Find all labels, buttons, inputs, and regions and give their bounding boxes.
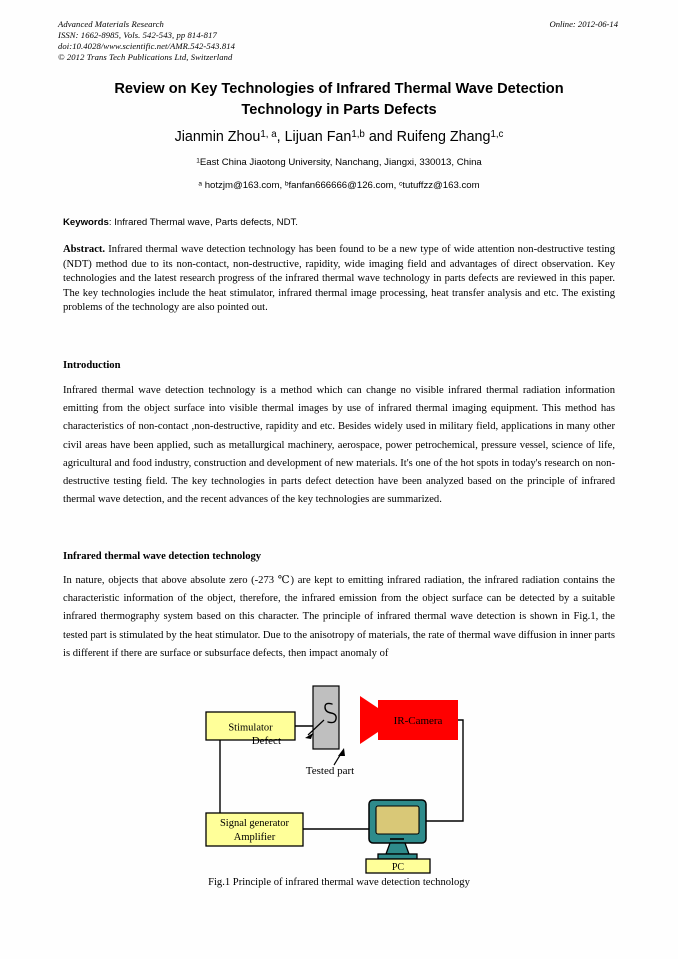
stimulator-box [205, 711, 296, 741]
author-1-sup: 1, a [260, 128, 277, 140]
tested-part-label: Tested part [306, 765, 354, 777]
figure-1-caption: Fig.1 Principle of infrared thermal wave… [208, 877, 470, 888]
email-sup-c: c [399, 180, 403, 188]
abstract-text: Infrared thermal wave detection technolo… [63, 244, 615, 314]
section-body-introduction: Infrared thermal wave detection technolo… [63, 385, 615, 506]
author-3-name: Ruifeng Zhang [396, 129, 491, 145]
section-body-detection-technology: In nature, objects that above absolute z… [63, 575, 615, 659]
abstract-block: Abstract. Infrared thermal wave detectio… [63, 243, 615, 316]
monitor-screen [375, 805, 420, 835]
pc-box [365, 858, 431, 874]
signal-generator-box [205, 812, 304, 847]
ir-camera-label: IR-Camera [394, 715, 443, 727]
email-b: fanfan666666@126.com, [288, 180, 400, 191]
section-heading-introduction: Introduction [63, 360, 121, 371]
keywords-separator: : [108, 217, 115, 228]
author-2-name: Lijuan Fan [284, 129, 352, 145]
signal-generator-label-line1: Signal generator [220, 818, 290, 829]
pc-label: PC [392, 862, 405, 873]
masthead-left-block: Advanced Materials Research ISSN: 1662-8… [58, 19, 618, 63]
author-list: Jianmin Zhou1, a, Lijuan Fan1,b and Ruif… [78, 127, 600, 147]
journal-masthead: Advanced Materials Research ISSN: 1662-8… [58, 19, 618, 63]
online-date: Online: 2012-06-14 [549, 19, 619, 29]
tested-part-shape [312, 685, 340, 750]
affiliation-sup: 1 [196, 157, 200, 165]
affiliation: 1East China Jiaotong University, Nanchan… [78, 155, 600, 171]
defect-squiggle-icon [324, 702, 337, 724]
ir-camera-lens-shape [360, 696, 378, 744]
ir-camera-body-shape [378, 700, 458, 740]
figure-1: IR-Camera Stimulator Signal generator Am… [182, 678, 494, 874]
email-sup-b: b [284, 180, 289, 188]
monitor-neck [385, 842, 410, 855]
defect-arrow-head [305, 733, 313, 739]
section-heading-detection-technology: Infrared thermal wave detection technolo… [63, 551, 262, 562]
email-c: tutuffzz@163.com [402, 180, 480, 191]
tested-part-arrow-head [338, 748, 345, 756]
author-emails: a hotzjm@163.com, bfanfan666666@126.com,… [78, 178, 600, 194]
email-sup-a: a [198, 180, 203, 188]
signal-generator-label-line2: Amplifier [234, 832, 276, 843]
title-line-2: Technology in Parts Defects [241, 102, 437, 118]
keywords-label: Keywords [63, 217, 109, 228]
stimulator-label: Stimulator [228, 723, 273, 734]
author-3-sup: 1,c [490, 128, 504, 140]
author-sep-1: , [276, 129, 285, 145]
doi-line: doi:10.4028/www.scientific.net/AMR.542-5… [58, 41, 236, 52]
copyright-line: © 2012 Trans Tech Publications Ltd, Swit… [58, 52, 233, 63]
defect-arrow-line [307, 719, 325, 736]
author-2-sup: 1,b [351, 128, 365, 140]
issn-line: ISSN: 1662-8985, Vols. 542-543, pp 814-8… [58, 30, 217, 41]
email-a: hotzjm@163.com, [202, 180, 285, 191]
keywords-value: Infrared Thermal wave, Parts defects, ND… [114, 217, 298, 228]
monitor-base [377, 853, 418, 860]
abstract-label: Abstract. [63, 244, 106, 255]
page-title: Review on Key Technologies of Infrared T… [78, 79, 600, 121]
author-sep-2: and [364, 129, 397, 145]
keywords-line: Keywords: Infrared Thermal wave, Parts d… [63, 216, 615, 230]
author-1-name: Jianmin Zhou [174, 129, 261, 145]
affiliation-text: East China Jiaotong University, Nanchang… [199, 157, 482, 168]
figure-1-diagram: IR-Camera Stimulator Signal generator Am… [205, 685, 464, 874]
title-line-1: Review on Key Technologies of Infrared T… [114, 81, 564, 97]
defect-label: Defect [252, 735, 281, 747]
wire-camera-to-pc [426, 719, 464, 822]
journal-name: Advanced Materials Research [58, 19, 164, 29]
